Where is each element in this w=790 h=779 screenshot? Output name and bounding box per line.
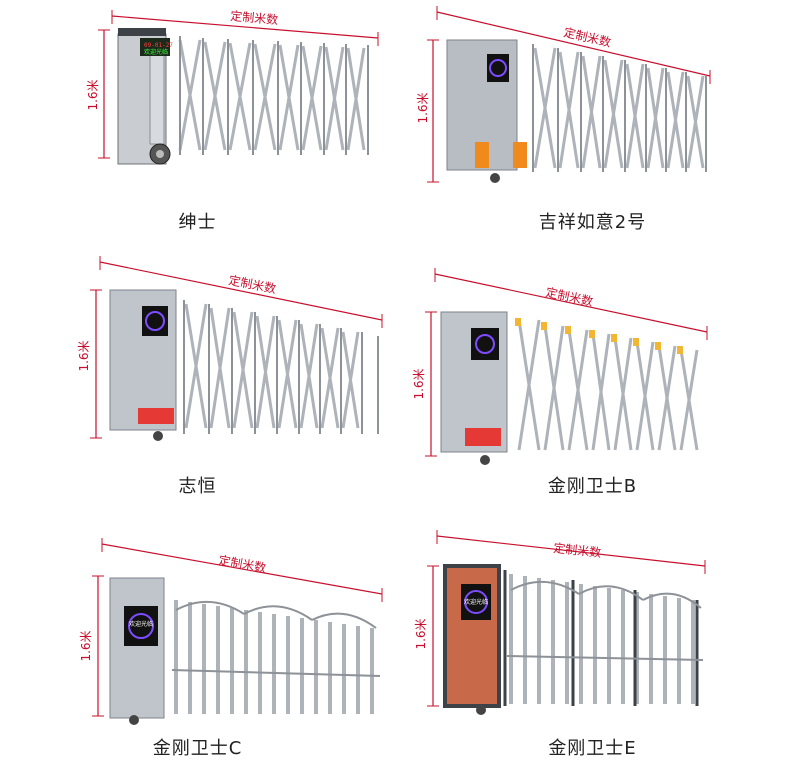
product-card-4: 定制米数 1.6米 金刚卫士B: [395, 260, 790, 520]
height-label: 1.6米: [79, 630, 93, 661]
product-card-2: 定制米数 1.6米 吉祥如意2号: [395, 0, 790, 260]
product-card-1: 定制米数 1.6米 09-01-27 欢迎光临: [0, 0, 395, 260]
display-line-1: 09-01-27: [144, 42, 173, 49]
gate-illustration-2: 定制米数 1.6米: [416, 6, 711, 183]
product-name: 绅士: [178, 212, 217, 233]
length-label: 定制米数: [217, 552, 267, 575]
product-name: 金刚卫士E: [548, 738, 637, 759]
height-label: 1.6米: [414, 618, 428, 649]
gate-illustration-4: 定制米数 1.6米: [412, 268, 708, 465]
length-label: 定制米数: [562, 24, 612, 49]
product-card-5: 定制米数 1.6米 欢迎光临 金刚卫士C: [0, 520, 395, 779]
gate-illustration-5: 定制米数 1.6米 欢迎光临: [79, 538, 383, 725]
display-text: 欢迎光临: [464, 598, 488, 606]
display-text: 欢迎光临: [129, 620, 153, 628]
display-line-2: 欢迎光临: [144, 48, 168, 56]
product-card-3: 定制米数 1.6米 志恒: [0, 256, 395, 520]
product-name: 金刚卫士B: [547, 476, 638, 497]
length-label: 定制米数: [230, 8, 279, 27]
length-label: 定制米数: [227, 272, 277, 296]
height-label: 1.6米: [412, 368, 426, 399]
height-label: 1.6米: [77, 340, 91, 371]
gate-illustration-6: 定制米数 1.6米 欢迎光临: [414, 530, 706, 715]
product-card-6: 定制米数 1.6米 欢迎光临 金刚卫士E: [395, 520, 790, 779]
length-label: 定制米数: [553, 540, 602, 560]
height-label: 1.6米: [416, 92, 430, 123]
product-name: 金刚卫士C: [152, 738, 243, 759]
length-label: 定制米数: [544, 284, 594, 309]
product-name: 吉祥如意2号: [538, 212, 647, 233]
gate-illustration-3: 定制米数 1.6米: [77, 256, 383, 441]
product-name: 志恒: [178, 476, 217, 497]
gate-illustration-1: 定制米数 1.6米 09-01-27 欢迎光临: [86, 8, 379, 165]
height-label: 1.6米: [86, 79, 100, 110]
